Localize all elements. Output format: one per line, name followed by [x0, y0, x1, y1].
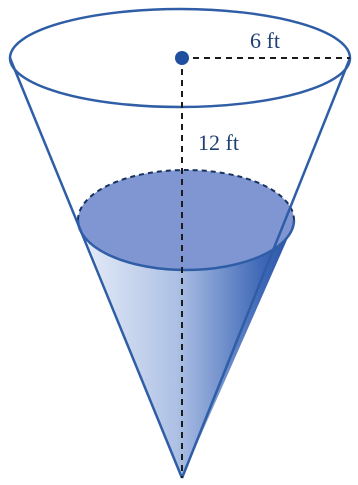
- center-dot: [175, 51, 189, 65]
- water-surface: [78, 170, 294, 270]
- water-surface-front-edge: [76, 219, 296, 272]
- water-body: [80, 224, 294, 478]
- radius-label: 6 ft: [250, 28, 280, 53]
- cone-right-edge: [180, 57, 352, 479]
- height-label: 12 ft: [198, 130, 239, 155]
- cone-left-edge: [8, 57, 184, 479]
- water-surface-back-edge: [77, 169, 295, 221]
